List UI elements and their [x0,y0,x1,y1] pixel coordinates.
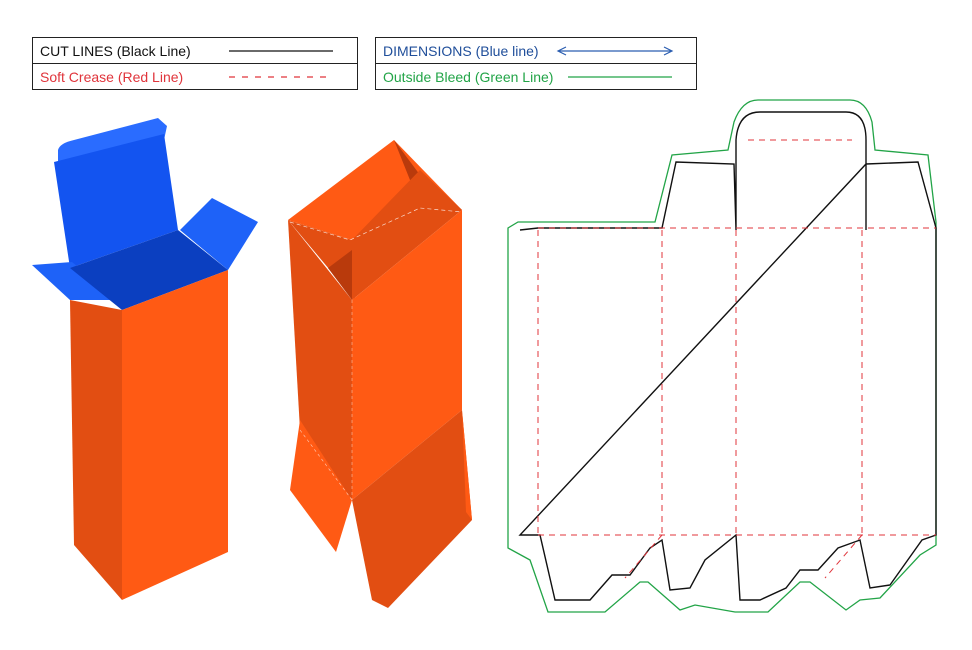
back-panel-interior [54,134,178,268]
outside-bleed-outline [507,99,937,613]
cut-lines-label: CUT LINES (Black Line) [40,42,191,59]
open-tuck-box [32,118,258,600]
legend-row-soft-crease: Soft Crease (Red Line) [33,64,357,90]
right-dust-flap [180,198,258,270]
closing-tuck-box [288,140,472,608]
dimension-arrow-sample [556,46,674,56]
cut-line-outline [518,111,937,601]
dimensions-label: DIMENSIONS (Blue line) [383,42,539,59]
legend-box-left: CUT LINES (Black Line) Soft Crease (Red … [32,37,358,90]
outside-bleed-label: Outside Bleed (Green Line) [383,69,554,85]
bottom-flap-front [352,410,472,608]
soft-crease-label: Soft Crease (Red Line) [40,69,184,85]
crease-dash-mid [299,429,353,501]
left-dust-flap [32,262,118,300]
front-panel-2 [352,210,462,500]
crease-dash-top [289,207,463,241]
soft-crease-lines [537,139,936,579]
legend-row-dimensions: DIMENSIONS (Blue line) [376,38,696,64]
cut-line-sample [229,50,333,52]
top-flap-right [352,170,462,300]
inner-shadow [328,250,352,300]
front-panel [122,270,228,600]
outside-bleed-sample [568,76,672,78]
legend-row-cut-lines: CUT LINES (Black Line) [33,38,357,64]
bottom-flap-left [290,420,352,552]
soft-crease-sample [229,76,333,78]
bottom-flap-tip [462,410,472,520]
legend-row-outside-bleed: Outside Bleed (Green Line) [376,64,696,90]
left-side-panel [70,300,122,600]
dieline [507,99,937,613]
box-interior [70,230,228,310]
legend-box-right: DIMENSIONS (Blue line) Outside Bleed (Gr… [375,37,697,90]
